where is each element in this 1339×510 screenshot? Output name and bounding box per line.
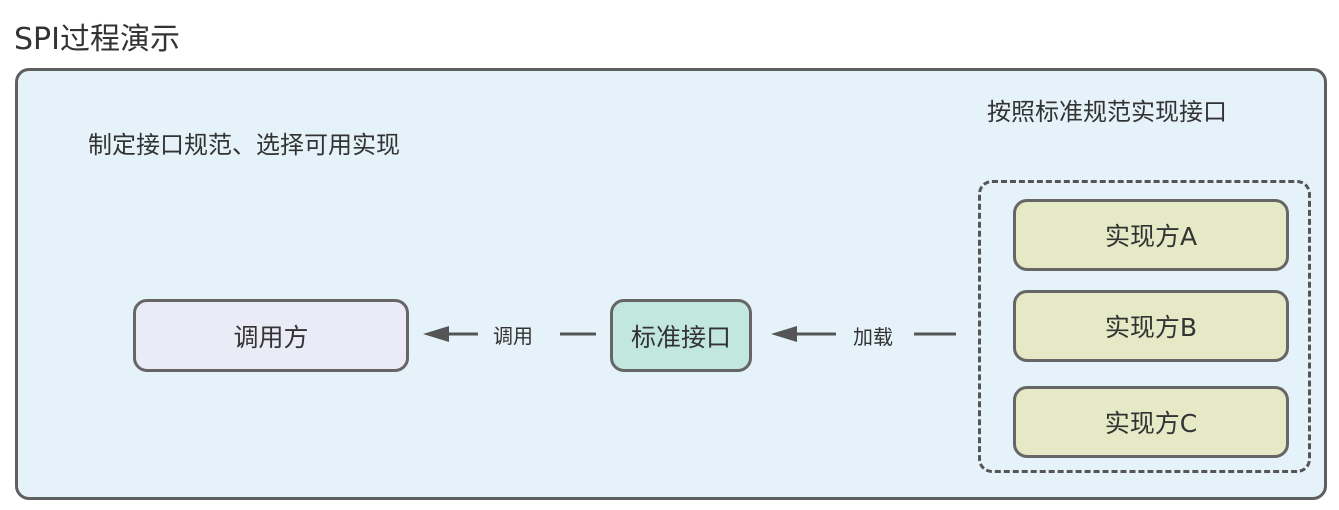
load-edge-label: 加载	[853, 325, 893, 349]
caption-right: 按照标准规范实现接口	[987, 98, 1227, 126]
implementation-node-a: 实现方A	[1013, 199, 1289, 271]
implementations-group	[978, 180, 1311, 473]
implementation-node-a-label: 实现方A	[1104, 222, 1198, 251]
caption-left: 制定接口规范、选择可用实现	[88, 131, 400, 159]
caller-node: 调用方	[133, 299, 409, 372]
implementation-node-c: 实现方C	[1013, 386, 1289, 458]
interface-node: 标准接口	[610, 299, 752, 372]
implementation-node-b: 实现方B	[1013, 290, 1289, 362]
page-title: SPI过程演示	[14, 22, 180, 57]
implementation-node-b-label: 实现方B	[1104, 313, 1198, 342]
caller-node-label: 调用方	[233, 322, 309, 352]
call-edge-label: 调用	[493, 324, 533, 348]
interface-node-label: 标准接口	[630, 322, 731, 352]
implementation-node-c-label: 实现方C	[1104, 409, 1198, 438]
